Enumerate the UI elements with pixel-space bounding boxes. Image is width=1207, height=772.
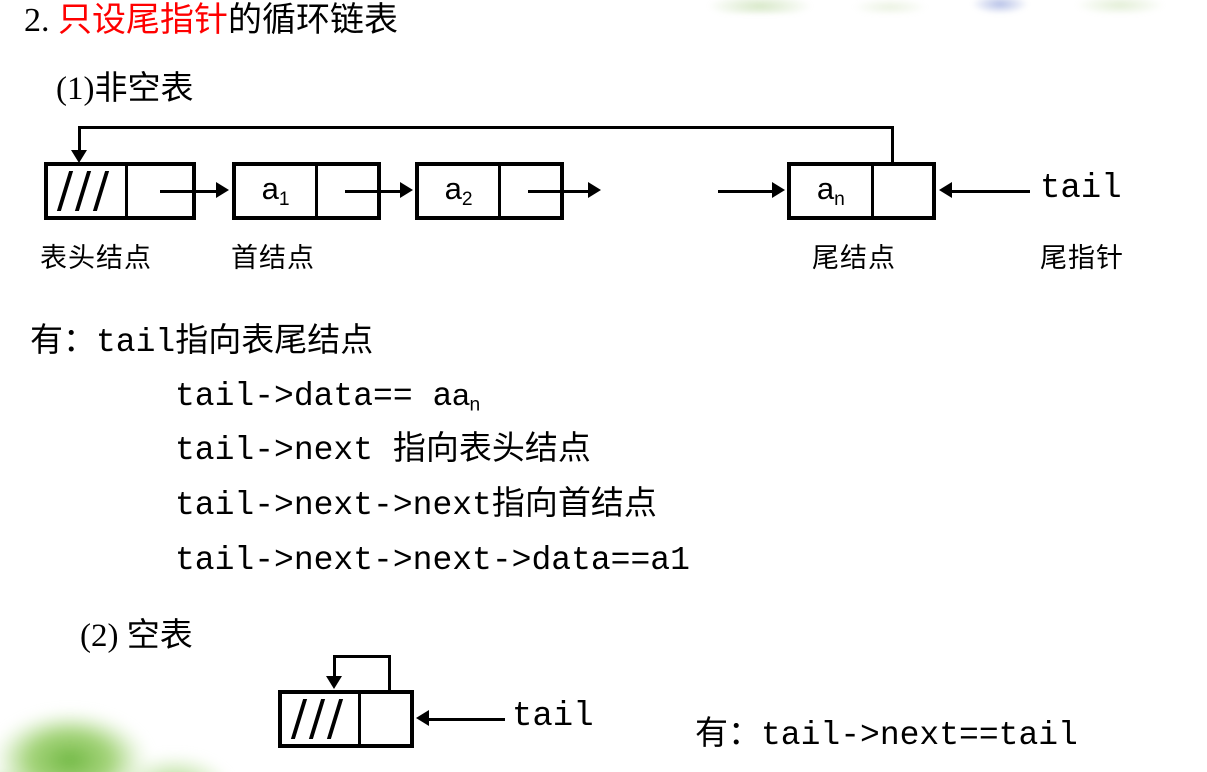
null-slashes-icon	[57, 171, 115, 211]
link-into-an-arrowhead	[772, 182, 785, 198]
list-node-a2: a2	[415, 162, 564, 220]
empty-fact-intro: 有：	[695, 716, 761, 752]
facts-line-1: 有：tail指向表尾结点	[30, 323, 374, 361]
link-header-to-a1-arrowhead	[216, 182, 229, 198]
tail-pointer-arrowhead-top	[939, 182, 952, 198]
caption-tail-node: 尾结点	[812, 243, 896, 273]
empty-list-fact: 有：tail->next==tail	[695, 716, 1078, 754]
link-into-an	[718, 190, 774, 193]
facts-line-2-value: an	[452, 377, 481, 416]
caption-first-node: 首结点	[231, 243, 315, 273]
heading-number: 2.	[24, 2, 50, 39]
list-node-an: an	[787, 162, 936, 220]
loop-arrowhead-into-header	[71, 150, 87, 163]
subsection-nonempty-label: (1)非空表	[56, 71, 194, 107]
link-a2-dangling	[528, 190, 590, 193]
empty-node-pointer-cell	[361, 694, 410, 744]
link-header-to-a1	[160, 190, 218, 193]
an-node-value: an	[816, 171, 845, 210]
facts-intro: 有：	[30, 323, 96, 359]
header-node-data-cell	[48, 166, 128, 216]
empty-loop-arrowhead	[326, 676, 342, 689]
facts-line-2-text: tail->data== a	[175, 378, 453, 415]
page-title: 2. 只设尾指针的循环链表	[24, 4, 398, 38]
link-a1-to-a2-arrowhead	[400, 182, 413, 198]
empty-loop-vertical-left	[333, 655, 336, 678]
link-a1-to-a2	[345, 190, 402, 193]
facts-line-2: tail->data== aan	[175, 379, 480, 415]
an-node-data-cell: an	[791, 166, 874, 216]
facts-line-4: tail->next->next指向首结点	[175, 487, 657, 524]
tail-pointer-line-bottom	[429, 718, 505, 721]
caption-tail-pointer: 尾指针	[1040, 243, 1124, 273]
facts-line-3: tail->next 指向表头结点	[175, 432, 591, 469]
tail-pointer-arrowhead-bottom	[416, 710, 429, 726]
facts-line-1-text: tail指向表尾结点	[96, 324, 374, 361]
facts-line-5: tail->next->next->data==a1	[175, 542, 690, 579]
an-node-pointer-cell	[874, 166, 932, 216]
empty-node-data-cell	[282, 694, 362, 744]
empty-loop-vertical-right	[388, 655, 391, 713]
loop-line-vertical-left	[78, 126, 81, 152]
a1-node-data-cell: a1	[236, 166, 319, 216]
tail-pointer-label-top: tail	[1040, 170, 1122, 208]
subsection-empty-label: (2) 空表	[80, 618, 193, 654]
a2-node-value: a2	[444, 171, 473, 210]
a1-node-value: a1	[261, 171, 290, 210]
heading-highlight: 只设尾指针	[58, 2, 228, 39]
loop-line-horizontal-top	[78, 126, 894, 129]
a2-node-data-cell: a2	[419, 166, 502, 216]
loop-line-vertical-right	[891, 126, 894, 190]
null-slashes-icon	[291, 699, 349, 739]
tail-pointer-label-bottom: tail	[512, 698, 594, 736]
top-decoration-image	[640, 0, 1200, 14]
list-node-empty-header	[278, 690, 414, 748]
tail-pointer-line-top	[952, 190, 1030, 193]
empty-loop-horizontal-top	[333, 655, 391, 658]
caption-header-node: 表头结点	[40, 243, 152, 273]
link-a2-dangling-arrowhead	[588, 182, 601, 198]
bottom-left-foliage-image	[0, 650, 290, 772]
heading-rest: 的循环链表	[228, 2, 398, 39]
empty-fact-text: tail->next==tail	[761, 717, 1078, 754]
